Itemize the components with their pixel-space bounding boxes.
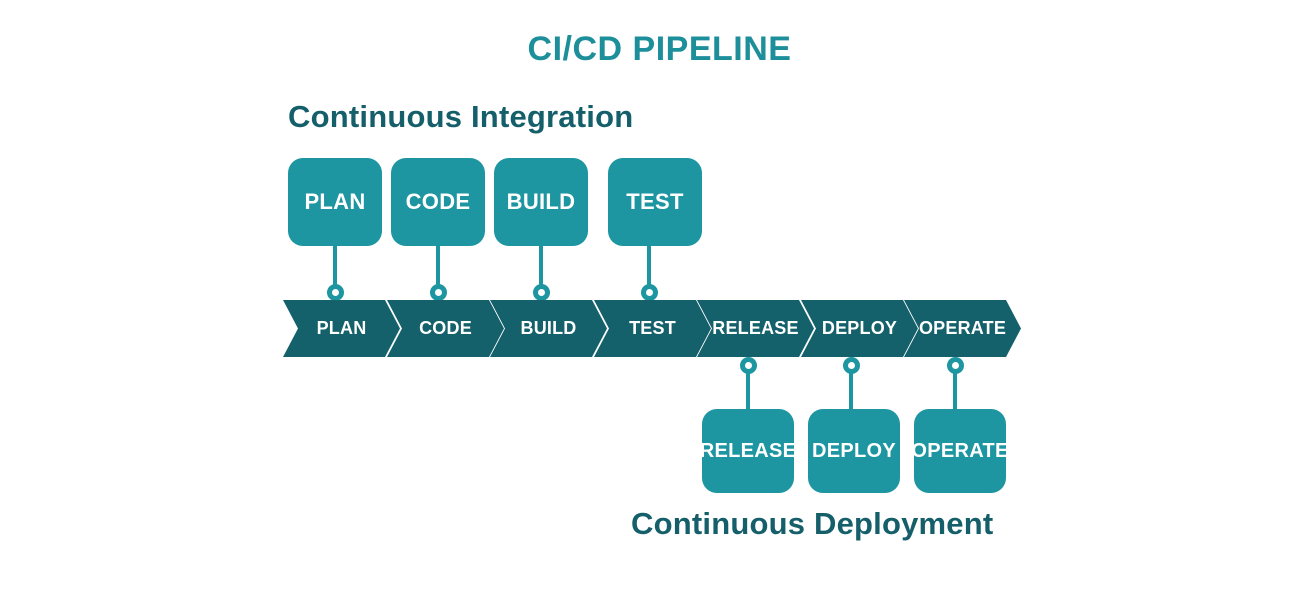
connector-node-build	[533, 284, 550, 301]
cd-box-operate: OPERATE	[911, 409, 1008, 493]
chevron-plan: PLAN	[283, 300, 400, 357]
connector-line-release	[746, 371, 750, 410]
chevron-test: TEST	[594, 300, 711, 357]
connector-line-build	[539, 245, 543, 287]
page-title: CI/CD PIPELINE	[527, 30, 792, 68]
connector-line-deploy	[849, 371, 853, 410]
cd-box-release: RELEASE	[700, 409, 796, 493]
chevron-deploy: DEPLOY	[801, 300, 918, 357]
connector-node-code	[430, 284, 447, 301]
cd-box-deploy: DEPLOY	[808, 409, 900, 493]
continuous-deployment-heading: Continuous Deployment	[631, 506, 994, 541]
connector-node-plan	[327, 284, 344, 301]
connector-line-code	[436, 245, 440, 287]
connector-line-operate	[953, 371, 957, 410]
chevron-code: CODE	[387, 300, 504, 357]
chevron-build: BUILD	[490, 300, 607, 357]
connector-line-test	[647, 245, 651, 287]
connector-node-test	[641, 284, 658, 301]
ci-box-test: TEST	[608, 158, 702, 246]
ci-box-plan: PLAN	[288, 158, 382, 246]
ci-box-code: CODE	[391, 158, 485, 246]
chevron-release: RELEASE	[697, 300, 814, 357]
chevron-operate: OPERATE	[904, 300, 1021, 357]
continuous-integration-heading: Continuous Integration	[288, 99, 634, 134]
ci-box-build: BUILD	[494, 158, 588, 246]
connector-line-plan	[333, 245, 337, 287]
